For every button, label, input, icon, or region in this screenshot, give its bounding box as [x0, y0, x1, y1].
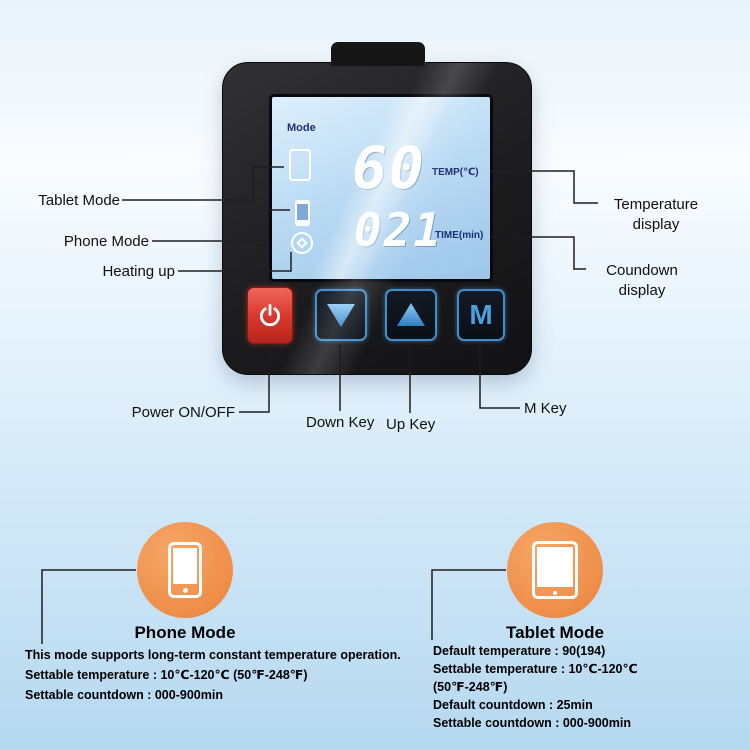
callout-up-key: Up Key — [386, 416, 436, 433]
callout-m-key: M Key — [524, 400, 567, 417]
lcd-screen: Mode 60 TEMP(℃) 021 TIME(min) — [269, 94, 493, 282]
callout-down-key: Down Key — [306, 414, 375, 431]
down-key-button[interactable] — [315, 289, 367, 341]
spec-line: Settable countdown : 000-900min — [25, 688, 223, 702]
heating-controller-device: Mode 60 TEMP(℃) 021 TIME(min) — [222, 42, 532, 375]
callout-phone-mode: Phone Mode — [63, 233, 149, 250]
power-button[interactable] — [247, 287, 293, 344]
callout-temperature-display: Temperature display — [613, 196, 699, 233]
tablet-mode-specs: Default temperature : 90(194) Settable t… — [433, 642, 713, 732]
phone-mode-title: Phone Mode — [134, 623, 236, 642]
countdown-value: 021 — [354, 203, 444, 257]
callout-heating-up: Heating up — [102, 263, 175, 280]
down-arrow-icon — [327, 304, 355, 327]
spec-line: Settable countdown : 000-900min — [433, 716, 631, 730]
tablet-icon — [532, 541, 578, 599]
callout-tablet-mode: Tablet Mode — [38, 192, 120, 209]
callout-power-on-off: Power ON/OFF — [131, 404, 235, 421]
power-icon — [259, 303, 281, 326]
up-arrow-icon — [397, 303, 425, 326]
spec-line: Default countdown : 25min — [433, 698, 593, 712]
phone-mode-specs: This mode supports long-term constant te… — [25, 645, 427, 705]
spec-line: Settable temperature : 10℃-120℃ (50℉-248… — [25, 668, 308, 682]
lcd-mode-label: Mode — [287, 122, 316, 134]
spec-line: This mode supports long-term constant te… — [25, 648, 401, 662]
up-key-button[interactable] — [385, 289, 437, 341]
spec-line: Default temperature : 90(194) — [433, 644, 606, 658]
tablet-mode-title: Tablet Mode — [506, 623, 604, 642]
spec-line: Settable temperature : 10℃-120℃ (50℉-248… — [433, 662, 638, 694]
phone-icon — [168, 542, 202, 598]
m-key-button[interactable]: M — [457, 289, 505, 341]
heating-up-icon — [291, 232, 313, 254]
device-top-tab — [331, 42, 425, 66]
temperature-value: 60 — [352, 134, 426, 202]
tablet-mode-circle — [507, 522, 603, 618]
countdown-unit-label: TIME(min) — [435, 230, 484, 241]
callout-countdown-display: Coundown display — [606, 262, 678, 299]
temperature-unit-label: TEMP(℃) — [432, 167, 479, 178]
tablet-mode-icon — [289, 149, 311, 181]
phone-mode-circle — [137, 522, 233, 618]
phone-mode-icon — [295, 200, 310, 226]
m-key-icon: M — [469, 299, 493, 330]
